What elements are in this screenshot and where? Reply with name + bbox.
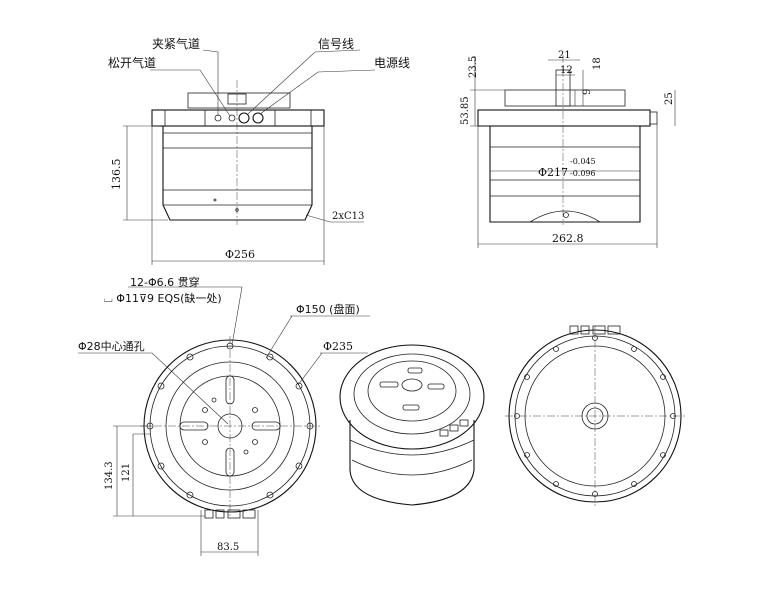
- dim-83-5: 83.5: [217, 542, 239, 553]
- bottom-bolt-holes: [514, 335, 676, 497]
- note-holes: 12-Φ6.6 贯穿: [130, 275, 200, 289]
- front-view: 夹紧气道 松开气道 信号线 电源线 136.5 Φ256 2xC13: [108, 36, 410, 265]
- dim-21: 21: [558, 50, 571, 61]
- label-clamp-air: 夹紧气道: [152, 36, 200, 51]
- tol-upper: -0.045: [570, 157, 596, 166]
- label-release-air: 松开气道: [108, 55, 156, 70]
- dim-diameter: Φ256: [225, 248, 255, 261]
- bottom-view: [505, 325, 685, 506]
- label-power: 电源线: [374, 56, 410, 70]
- tol-lower: -0.096: [570, 169, 596, 178]
- dim-width: 262.8: [552, 232, 584, 245]
- note-counterbore: ⌴ Φ11⊽9 EQS(缺一处): [104, 291, 222, 305]
- dim-121: 121: [121, 463, 132, 482]
- isometric-view: [339, 344, 485, 506]
- dim-25: 25: [664, 92, 675, 105]
- dim-53-85: 53.85: [460, 96, 471, 125]
- dim-chamfer: 2xC13: [332, 211, 364, 222]
- top-view: 12-Φ6.6 贯穿 ⌴ Φ11⊽9 EQS(缺一处) Φ150 (盘面) Φ2…: [78, 275, 370, 556]
- dim-217: Φ217: [538, 166, 568, 179]
- note-pcd: Φ235: [323, 340, 353, 353]
- dim-134-3: 134.3: [104, 461, 115, 490]
- dim-12: 12: [560, 65, 573, 76]
- dim-height: 136.5: [110, 159, 123, 191]
- dim-9: 9: [582, 89, 593, 95]
- dim-23-5: 23.5: [468, 56, 479, 78]
- side-view: 21 12 18 9 23.5 53.85 25 Φ217 -0.045 -0.…: [460, 50, 676, 248]
- label-signal: 信号线: [318, 37, 354, 51]
- note-disc: Φ150 (盘面): [296, 302, 360, 316]
- dim-18: 18: [592, 57, 603, 70]
- note-center-hole: Φ28中心通孔: [78, 340, 145, 353]
